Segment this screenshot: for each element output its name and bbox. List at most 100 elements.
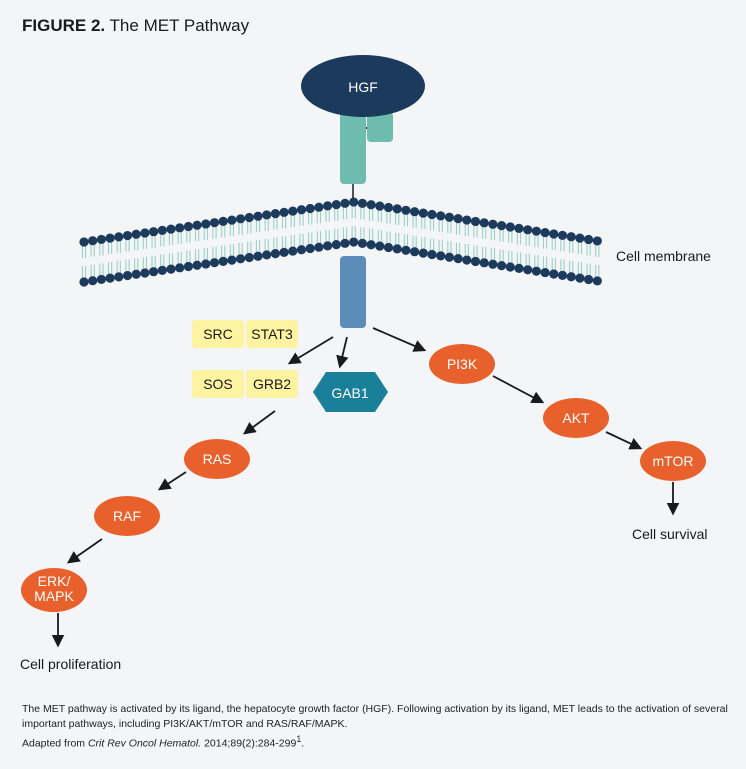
membrane-lipid-head [592, 236, 602, 246]
membrane-lipid-head [140, 268, 150, 278]
met-pathway-diagram: HGF Cell membrane SRC STAT3 SOS GRB2 GAB… [20, 55, 711, 672]
erk-label: ERK/ [38, 573, 71, 589]
membrane-lipid-head [122, 230, 133, 241]
membrane-lipid-head [444, 252, 454, 262]
membrane-lipid-head [427, 249, 437, 260]
membrane-lipid-head [375, 241, 385, 251]
membrane-lipid-head [401, 205, 411, 215]
membrane-lipid-head [366, 240, 376, 250]
membrane-lipid-head [392, 244, 402, 254]
membrane-lipid-head [149, 267, 159, 277]
membrane-lipid-head [114, 232, 124, 242]
erk-mapk-node: ERK/ MAPK [21, 568, 87, 612]
mapk-label: MAPK [34, 588, 74, 604]
membrane-lipid-head [244, 212, 254, 223]
membrane-lipid-head [183, 221, 193, 232]
figure-label: FIGURE 2. [22, 16, 106, 35]
src-box: SRC [192, 320, 244, 348]
membrane-lipid-head [166, 264, 176, 274]
membrane-lipid-head [218, 216, 228, 226]
hgf-node: HGF [301, 55, 425, 117]
caption-source: Adapted from Crit Rev Oncol Hematol. 201… [22, 732, 732, 752]
arrow-raf-to-erk [66, 538, 103, 564]
membrane-lipid-head [201, 259, 211, 269]
arrow-met-to-gab1 [336, 336, 349, 369]
membrane-lipid-head [253, 211, 263, 221]
membrane-lipid-head [401, 245, 411, 255]
figure-caption: The MET pathway is activated by its liga… [22, 702, 732, 752]
membrane-lipid-head [470, 216, 481, 227]
membrane-lipid-head [375, 201, 385, 211]
grb2-box: GRB2 [246, 370, 298, 398]
membrane-lipid-head [166, 224, 176, 234]
caption-end: . [301, 737, 305, 750]
membrane-lipid-head [253, 251, 263, 261]
cell-survival-label: Cell survival [632, 526, 707, 542]
membrane-lipid-head [244, 252, 254, 263]
caption-description: The MET pathway is activated by its liga… [22, 703, 728, 730]
membrane-lipid-head [105, 273, 115, 283]
membrane-lipid-head [323, 241, 333, 251]
membrane-lipid-head [96, 274, 106, 285]
membrane-lipid-head [462, 255, 472, 265]
membrane-lipid-head [79, 237, 89, 247]
sos-label: SOS [203, 376, 233, 392]
grb2-rect [246, 370, 298, 398]
membrane-lipid-head [418, 208, 428, 218]
membrane-lipid-head [349, 237, 359, 247]
cell-membrane [79, 197, 602, 287]
membrane-lipid-head [497, 261, 507, 271]
membrane-lipid-head [479, 258, 489, 268]
receptor-intracellular [340, 256, 366, 328]
membrane-lipid-head [131, 229, 141, 239]
sos-box: SOS [192, 370, 244, 398]
cell-proliferation-label: Cell proliferation [20, 656, 121, 672]
sos-rect [192, 370, 244, 398]
membrane-lipid-head [201, 219, 211, 229]
akt-label: AKT [562, 410, 590, 426]
membrane-lipid-head [383, 202, 394, 213]
membrane-lipid-head [349, 197, 359, 207]
membrane-lipid-head [470, 256, 481, 267]
src-label: SRC [203, 326, 233, 342]
pi3k-ellipse [429, 344, 495, 384]
membrane-lipid-head [505, 222, 515, 232]
membrane-lipid-head [575, 233, 585, 243]
membrane-lipid-head [488, 259, 498, 269]
membrane-lipid-head [453, 214, 463, 224]
stat3-label: STAT3 [251, 326, 293, 342]
membrane-lipid-head [427, 209, 437, 220]
grb2-label: GRB2 [253, 376, 291, 392]
membrane-lipid-head [366, 200, 376, 210]
gab1-hexagon [313, 372, 388, 412]
membrane-lipid-head [140, 228, 150, 238]
membrane-lipid-head [575, 273, 585, 283]
arrow-grb2-to-ras [242, 410, 276, 435]
membrane-lipid-head [505, 262, 515, 272]
membrane-lipid-head [288, 246, 298, 256]
membrane-lipid-head [227, 255, 237, 265]
membrane-lipid-head [357, 238, 367, 248]
hgf-label: HGF [348, 79, 378, 95]
membrane-lipid-head [305, 243, 315, 254]
membrane-lipid-head [209, 218, 220, 228]
figure-title: FIGURE 2. The MET Pathway [22, 16, 249, 36]
membrane-lipid-head [114, 272, 124, 282]
membrane-lipid-head [488, 219, 498, 229]
membrane-lipid-head [340, 238, 350, 248]
hgf-ellipse [301, 55, 425, 117]
membrane-lipid-head [540, 227, 550, 238]
membrane-lipid-head [584, 274, 594, 285]
arrow-ras-to-raf [157, 471, 187, 491]
mtor-node: mTOR [640, 441, 706, 481]
membrane-lipid-head [549, 269, 559, 279]
receptor-teal-main [340, 112, 366, 184]
membrane-lipid-head [122, 270, 133, 281]
erk-mapk-ellipse [21, 568, 87, 612]
caption-citation: 2014;89(2):284-299 [201, 737, 297, 750]
membrane-lipid-head [549, 229, 559, 239]
membrane-lipid-head [192, 260, 202, 270]
membrane-lipid-head [340, 198, 350, 208]
membrane-lipid-head [436, 211, 446, 221]
receptor-teal-side [367, 112, 393, 142]
